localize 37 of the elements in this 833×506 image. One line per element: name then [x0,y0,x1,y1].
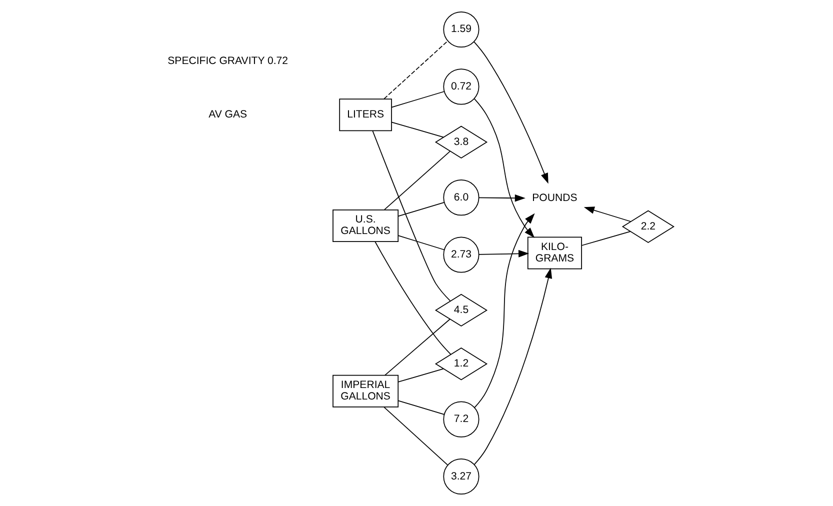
node-circle: 2.73 [442,236,479,273]
arrow [583,206,631,222]
connector [372,130,450,302]
node-circle: 1.59 [442,11,479,48]
node-diamond: 2.2 [621,210,674,243]
label: AV GAS [208,108,247,121]
connector [374,241,451,355]
node-circle: 6.0 [442,180,479,216]
arrow [473,41,548,184]
node-text: POUNDS [532,192,577,204]
node-circle: 3.27 [442,458,479,495]
connector [390,91,444,108]
connector [580,231,630,246]
node-circle: 0.72 [442,68,479,105]
connector [397,400,444,415]
node-circle: 7.2 [442,401,479,438]
node-box: KILO- GRAMS [526,236,582,270]
arrow [473,268,552,465]
connector [383,40,448,100]
node-diamond: 3.8 [434,126,488,158]
node-diamond: 1.2 [434,348,488,380]
connector [390,122,444,138]
connector [397,368,444,382]
node-diamond: 4.5 [434,294,488,327]
node-box: U.S. GALLONS [332,209,398,242]
arrow [478,194,525,202]
connector [397,235,444,250]
connector [384,318,450,376]
label: SPECIFIC GRAVITY 0.72 [167,54,288,67]
connector [384,150,450,210]
node-box: IMPERIAL GALLONS [332,374,398,408]
arrow [473,98,534,238]
arrow [474,213,534,408]
connector [383,406,448,466]
node-box: LITERS [338,98,392,132]
arrow [478,250,529,258]
connector [397,202,444,217]
